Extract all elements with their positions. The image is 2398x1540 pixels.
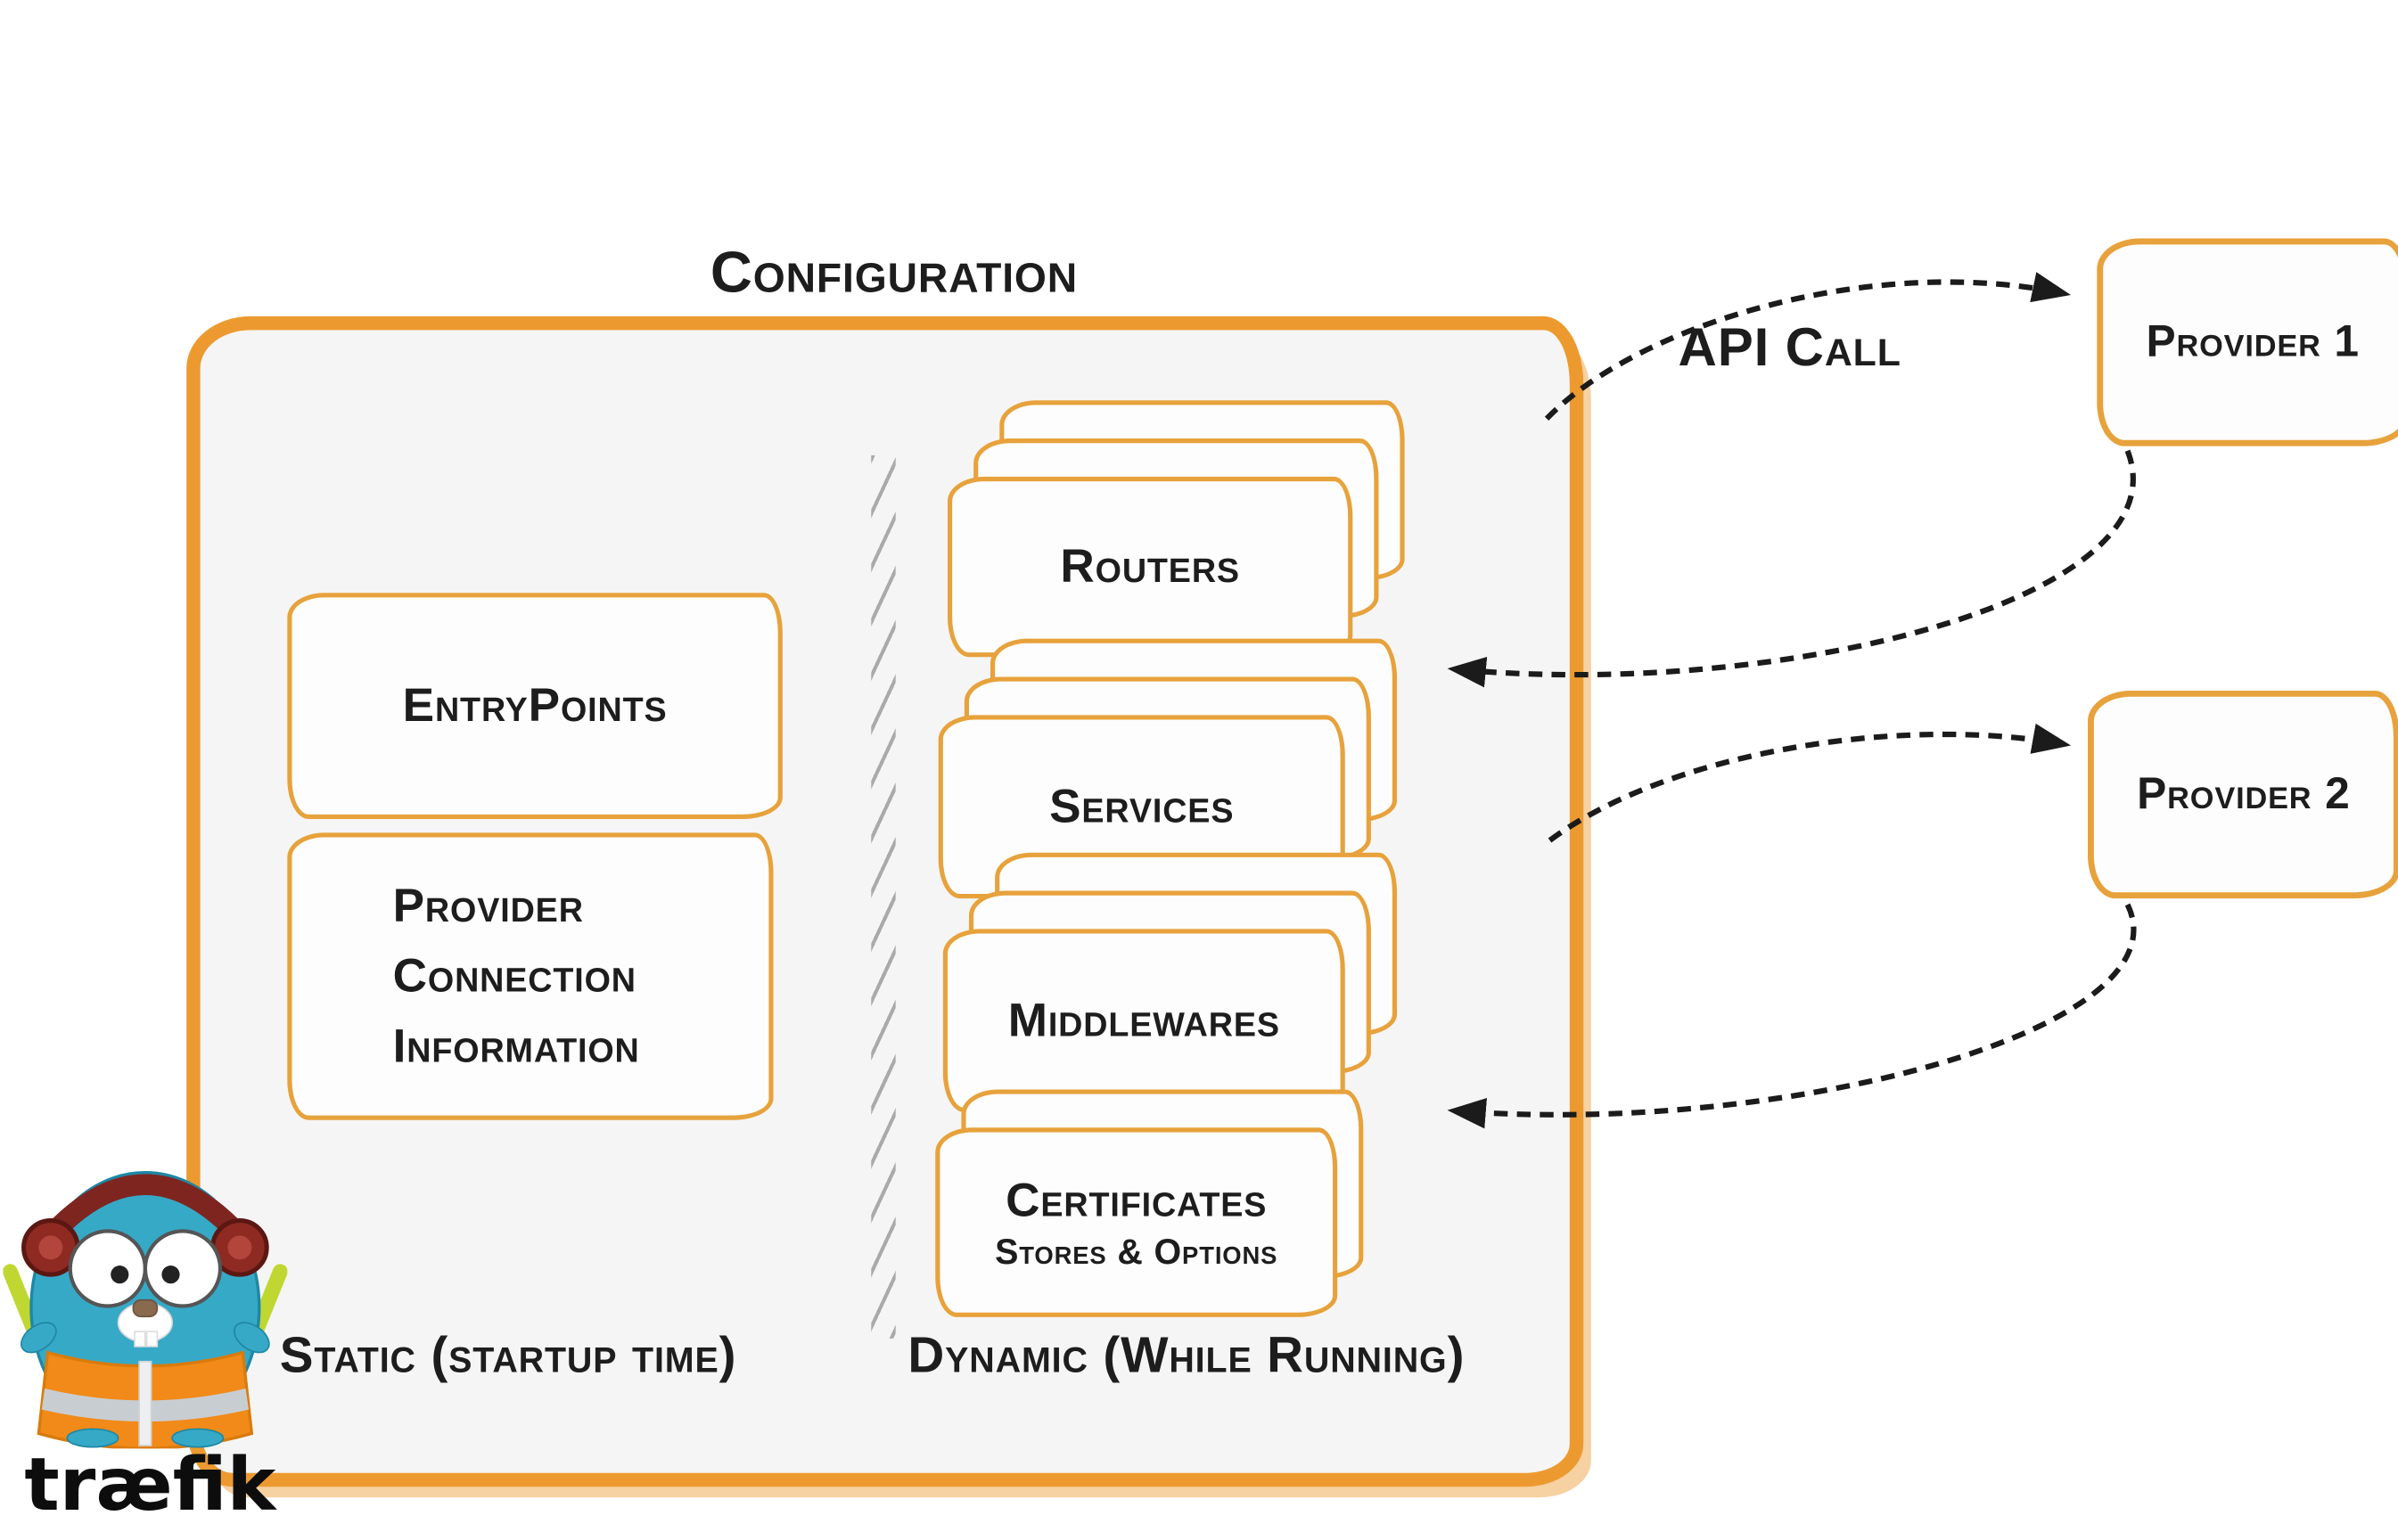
traefik-wordmark: træfik (24, 1442, 276, 1528)
gopher-eye-left (68, 1229, 147, 1308)
traefik-gopher-logo (3, 1171, 288, 1449)
vest-zipper (138, 1360, 152, 1446)
provider-info-line: Information (392, 1019, 640, 1073)
provider-info-line: Connection (392, 948, 636, 1003)
headphone-cup-left-inner (38, 1235, 63, 1260)
gopher-pupil-right (161, 1266, 180, 1284)
diagram-title: Configuration (710, 241, 1079, 306)
arrow-config-to-provider2 (1548, 723, 2072, 843)
gopher-arm-left (21, 1322, 57, 1354)
gopher-tooth (145, 1331, 159, 1348)
gopher-nose (132, 1298, 159, 1318)
certificates-label: Certificates (1006, 1172, 1268, 1226)
routers-label: Routers (947, 476, 1353, 658)
gopher-pupil-left (111, 1266, 129, 1284)
provider-info-line: Provider (392, 878, 584, 932)
certificates-front: Certificates Stores & Options (935, 1127, 1338, 1317)
gopher-eye-right (143, 1229, 223, 1308)
entrypoints-label: EntryPoints (402, 678, 668, 733)
gopher-arm-right (233, 1322, 270, 1354)
middlewares-label: Middlewares (942, 929, 1345, 1113)
static-dynamic-divider (871, 455, 896, 1339)
middlewares-card: Middlewares (942, 852, 1398, 1113)
provider-2-label: Provider 2 (2137, 769, 2351, 819)
gopher-foot-left (66, 1428, 119, 1448)
headphone-cup-right-inner (227, 1235, 252, 1260)
provider-1-label: Provider 1 (2146, 316, 2360, 366)
provider-connection-info-box: Provider Connection Information (287, 832, 774, 1120)
provider-2-box: Provider 2 (2088, 690, 2398, 899)
headphones-band-icon (40, 1174, 250, 1247)
provider-1-box: Provider 1 (2097, 238, 2398, 446)
certificates-sublabel: Stores & Options (995, 1231, 1278, 1271)
routers-card: Routers (947, 400, 1405, 658)
gopher-tooth (134, 1331, 146, 1348)
dynamic-caption: Dynamic (While Running) (907, 1326, 1466, 1383)
certificates-card: Certificates Stores & Options (935, 1089, 1364, 1317)
gopher-foot-right (171, 1428, 225, 1448)
entrypoints-box: EntryPoints (287, 593, 783, 819)
api-call-label: API Call (1678, 317, 1901, 378)
static-caption: Static (startup time) (279, 1326, 737, 1383)
